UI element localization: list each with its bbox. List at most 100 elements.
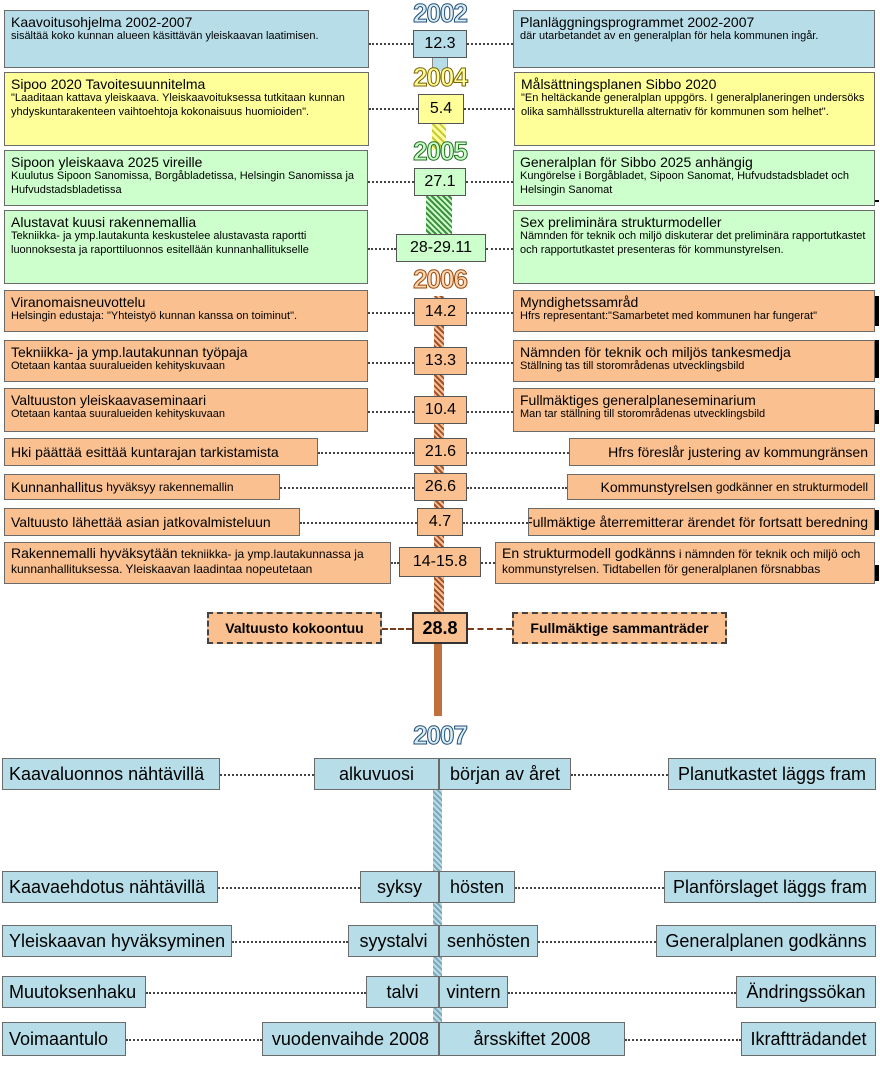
connector: [515, 887, 664, 889]
year-label-2005: 2005: [413, 136, 469, 167]
date-badge: 14-15.8: [399, 547, 481, 577]
connector: [280, 487, 414, 489]
connector: [369, 108, 418, 110]
event-title: Kaavoitusohjelma 2002-2007: [11, 14, 193, 30]
event-detail: där utarbetandet av en generalplan för h…: [520, 30, 819, 42]
event-detail: Otetaan kantaa suuralueiden kehityskuvaa…: [11, 408, 226, 420]
timeline-bar-2007: [433, 760, 442, 1050]
event-fi-structure-models: Alustavat kuusi rakennemallia Tekniikka-…: [4, 210, 368, 284]
event-fi-model-approved: Rakennemalli hyväksytään tekniikka- ja y…: [4, 542, 391, 584]
event-detail: Man tar ställning till storområdenas utv…: [520, 408, 766, 420]
event-subject: En strukturmodell godkänns: [502, 545, 676, 561]
edge-mark: [875, 296, 879, 326]
connector: [126, 1039, 262, 1041]
connector: [220, 774, 314, 776]
connector: [467, 43, 513, 45]
event-fi-border-proposal: Hki päättää esittää kuntarajan tarkistam…: [4, 438, 318, 466]
plan-sv-when-autumn: hösten: [439, 871, 515, 903]
connector: [318, 452, 414, 454]
event-sv-structure-models: Sex preliminära strukturmodeller Nämnden…: [513, 210, 875, 284]
timeline-bar-2006-end: [434, 640, 442, 716]
event-sv-authority-negotiation: Myndighetssamråd Hfrs representant:"Sama…: [513, 290, 875, 332]
year-label-2004: 2004: [413, 62, 469, 93]
connector: [468, 628, 512, 630]
date-badge: 4.7: [417, 508, 463, 536]
connector: [368, 248, 396, 250]
date-badge: 5.4: [418, 94, 464, 124]
date-badge: 28-29.11: [396, 234, 486, 262]
edge-mark: [874, 200, 879, 202]
edge-mark: [875, 510, 879, 530]
connector: [382, 628, 412, 630]
plan-fi-when-autumn: syksy: [360, 871, 439, 903]
plan-sv-when-late-autumn: senhösten: [439, 925, 538, 957]
event-title: Viranomaisneuvottelu: [11, 294, 146, 310]
connector: [368, 411, 414, 413]
date-badge: 26.6: [414, 473, 467, 501]
connector: [467, 411, 513, 413]
plan-fi-when-year-end: vuodenvaihde 2008: [262, 1022, 439, 1056]
event-title: Valtuuston yleiskaavaseminaari: [11, 392, 207, 408]
date-badge: 21.6: [414, 438, 467, 466]
plan-fi-draft-on-display: Kaavaluonnos nähtävillä: [2, 758, 220, 790]
plan-sv-when-year-end: årsskiftet 2008: [439, 1022, 625, 1056]
connector: [467, 362, 513, 364]
timeline-bar-2004: [432, 124, 446, 150]
connector: [508, 992, 736, 994]
plan-fi-when-early-year: alkuvuosi: [314, 758, 439, 790]
event-sv-model-approved: En strukturmodell godkänns i nämnden för…: [495, 542, 875, 584]
event-detail: "En heltäckande generalplan uppgörs. I g…: [521, 92, 865, 118]
connector: [467, 452, 569, 454]
plan-fi-plan-approval: Yleiskaavan hyväksyminen: [2, 925, 232, 957]
connector: [571, 774, 668, 776]
event-sv-planning-programme: Planläggningsprogrammet 2002-2007 där ut…: [513, 10, 875, 68]
event-title: Fullmäktiges generalplaneseminarium: [520, 392, 756, 408]
event-fi-council-seminar: Valtuuston yleiskaavaseminaari Otetaan k…: [4, 388, 368, 432]
event-fi-planning-programme: Kaavoitusohjelma 2002-2007 sisältää koko…: [4, 10, 369, 68]
event-fi-plan-initiated: Sipoon yleiskaava 2025 vireille Kuulutus…: [4, 150, 368, 206]
event-detail: Kuulutus Sipoon Sanomissa, Borgåbladetis…: [11, 170, 355, 196]
event-sv-target-plan: Målsättningsplanen Sibbo 2020 "En heltäc…: [514, 72, 875, 146]
event-subject: Kunnanhallitus: [11, 479, 103, 495]
edge-mark: [875, 340, 879, 378]
connector: [146, 992, 366, 994]
event-title: Myndighetssamråd: [520, 294, 639, 310]
event-sv-plan-initiated: Generalplan för Sibbo 2025 anhängig Kung…: [513, 150, 875, 206]
event-sv-border-proposal: Hfrs föreslår justering av kommungränsen: [569, 438, 875, 466]
event-fi-board-approves: Kunnanhallitus hyväksyy rakennemallin: [4, 474, 280, 500]
event-detail: Ställning tas till storområdenas utveckl…: [520, 360, 745, 372]
event-sv-board-approves: Kommunstyrelsen godkänner en strukturmod…: [567, 474, 875, 500]
connector: [300, 522, 417, 524]
connector: [463, 522, 528, 524]
connector: [466, 181, 513, 183]
plan-sv-entry-into-force: Ikraftträdandet: [741, 1022, 876, 1056]
date-badge: 27.1: [414, 168, 466, 196]
plan-sv-appeal: Ändringssökan: [736, 976, 876, 1008]
year-label-2007: 2007: [413, 720, 469, 751]
event-detail: Otetaan kantaa suuralueiden kehityskuvaa…: [11, 360, 226, 372]
event-sv-council-seminar: Fullmäktiges generalplaneseminarium Man …: [513, 388, 875, 432]
event-fi-target-plan: Sipoo 2020 Tavoitesuunnitelma "Laaditaan…: [4, 72, 369, 146]
plan-sv-when-early-year: början av året: [439, 758, 571, 790]
event-sv-council-returns: Fullmäktige återremitterar ärendet för f…: [528, 508, 875, 536]
year-label-2002: 2002: [413, 0, 469, 29]
event-title: Planläggningsprogrammet 2002-2007: [520, 14, 755, 30]
connector: [625, 1039, 741, 1041]
event-fi-council-meets: Valtuusto kokoontuu: [207, 612, 382, 644]
event-title: Alustavat kuusi rakennemallia: [11, 214, 197, 230]
event-title: Målsättningsplanen Sibbo 2020: [521, 76, 717, 92]
plan-sv-plan-approval: Generalplanen godkänns: [656, 925, 876, 957]
plan-fi-proposal-on-display: Kaavaehdotus nähtävillä: [2, 871, 218, 903]
date-badge: 12.3: [413, 30, 467, 58]
event-detail: Tekniikka- ja ymp.lautakunta keskustelee…: [11, 230, 309, 256]
connector: [368, 362, 414, 364]
date-badge: 28.8: [412, 612, 468, 644]
year-label-2006: 2006: [413, 264, 469, 295]
date-badge: 14.2: [414, 298, 467, 326]
date-badge: 10.4: [414, 396, 467, 424]
event-fi-workshop: Tekniikka- ja ymp.lautakunnan työpaja Ot…: [4, 340, 368, 382]
edge-mark: [875, 410, 879, 424]
event-detail: Helsingin edustaja: "Yhteistyö kunnan ka…: [11, 310, 298, 322]
event-title: Nämnden för teknik och miljös tankesmedj…: [520, 344, 791, 360]
event-detail: Nämnden för teknik och miljö diskuterar …: [520, 230, 866, 256]
